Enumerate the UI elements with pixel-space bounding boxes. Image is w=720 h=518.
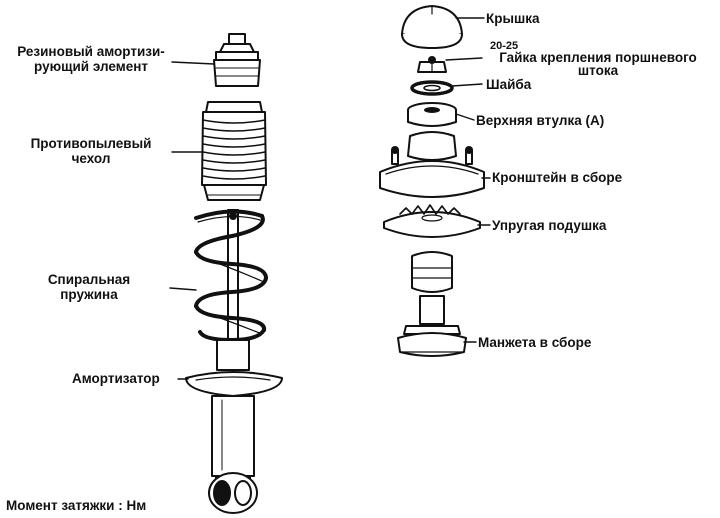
bracket-assembly-label: Кронштейн в сборе xyxy=(492,170,623,185)
dust-boot-part xyxy=(201,101,267,201)
cap-part xyxy=(401,5,463,49)
cuff-assembly-part xyxy=(397,295,467,357)
rubber-bumper-label: Резиновый амортизи- рующий элемент xyxy=(17,44,165,74)
washer-label: Шайба xyxy=(486,77,532,92)
torque-value-label: 20-25 xyxy=(490,40,519,52)
piston-rod-nut-part xyxy=(417,56,447,73)
washer-part xyxy=(410,80,454,96)
elastic-cushion-part xyxy=(383,204,481,238)
upper-bushing-label: Верхняя втулка (А) xyxy=(476,113,605,128)
rubber-bumper-part xyxy=(213,33,261,87)
dust-boot-label: Противопылевый чехол xyxy=(30,136,152,166)
bump-stop-part xyxy=(411,251,453,293)
upper-bushing-part xyxy=(407,102,457,127)
cap-label: Крышка xyxy=(486,11,540,26)
left-leader-lines xyxy=(169,61,215,380)
bracket-assembly-part xyxy=(379,131,485,198)
torque-note-label: Момент затяжки : Нм xyxy=(6,498,147,513)
piston-rod-nut-label: Гайка крепления поршневого штока xyxy=(499,50,697,78)
coil-spring-label: Спиральная пружина xyxy=(47,272,131,302)
shock-absorber-label: Амортизатор xyxy=(72,371,160,386)
shock-absorber-part xyxy=(185,339,283,514)
right-leader-lines xyxy=(445,17,491,343)
cuff-assembly-label: Манжета в сборе xyxy=(478,335,592,350)
elastic-cushion-label: Упругая подушка xyxy=(492,218,607,233)
piston-rod xyxy=(227,209,239,351)
